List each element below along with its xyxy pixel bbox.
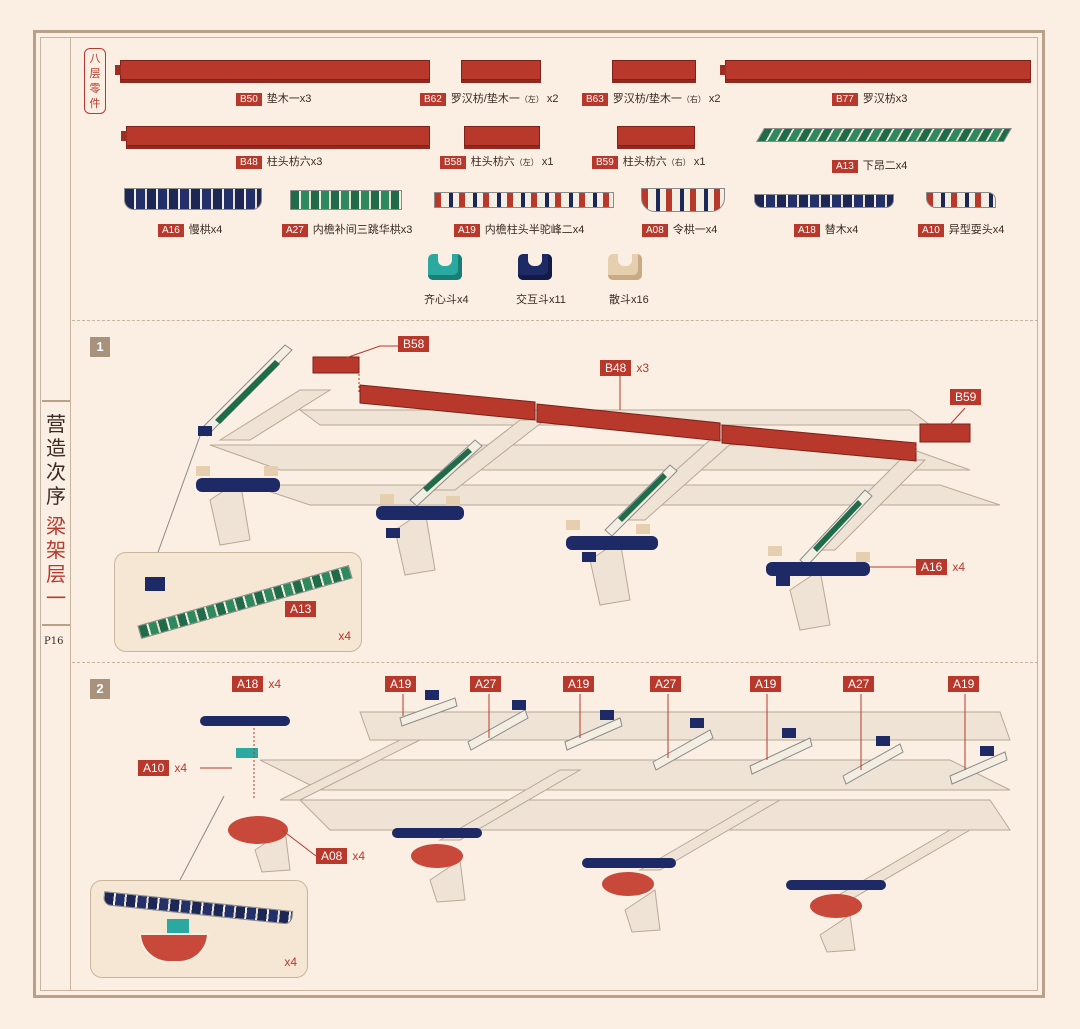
jiaohu-dou-icon	[518, 254, 552, 280]
part-a18-shape	[754, 194, 894, 208]
part-a19-shape	[434, 192, 614, 208]
step2-leaders	[179, 694, 966, 881]
part-b48-shape	[121, 126, 430, 146]
inset-dou-icon	[145, 577, 165, 591]
part-b50-shape	[115, 60, 430, 80]
inset-a18-shape	[102, 891, 294, 925]
side-title-bottom: 梁架层一	[46, 514, 66, 610]
step2-inset: x4	[90, 880, 308, 978]
inset-a08-shape	[139, 933, 209, 963]
side-title-top: 营造次序	[46, 412, 66, 508]
step2-top-callout-1: A19	[385, 676, 421, 692]
step1-inset: A13 x4	[114, 552, 362, 652]
step2-top-callout-3: A19	[563, 676, 599, 692]
inset-qixin-dou	[167, 919, 189, 933]
qixin-dou-icon	[428, 254, 462, 280]
part-b58-shape	[464, 126, 540, 146]
step2-top-callout-7: A19	[948, 676, 984, 692]
dou3-label: 散斗x16	[609, 294, 649, 306]
part-b59-shape	[617, 126, 695, 146]
step1-callout-b58: B58	[398, 336, 434, 352]
part-a27-shape	[290, 190, 402, 210]
san-dou-icon	[608, 254, 642, 280]
inset-qty: x4	[338, 629, 351, 643]
divider-2	[72, 662, 1038, 663]
step1-a16-brackets	[196, 478, 870, 576]
page-number: P16	[44, 636, 64, 647]
side-title: 营造次序 梁架层一	[42, 400, 70, 626]
inner-frame	[40, 37, 1038, 991]
part-a16-shape	[124, 188, 262, 210]
step2-top-pieces	[399, 697, 1008, 785]
step2-top-callout-4: A27	[650, 676, 686, 692]
outer-frame	[33, 30, 1045, 998]
part-a10-shape	[926, 192, 996, 208]
step2-lower-brackets	[200, 716, 886, 918]
step2-top-callout-2: A27	[470, 676, 506, 692]
step2-top-callout-6: A27	[843, 676, 879, 692]
side-column	[40, 37, 71, 991]
step2-top-callout-5: A19	[750, 676, 786, 692]
step-2-number: 2	[90, 679, 110, 699]
dou2-label: 交互斗x11	[516, 294, 566, 306]
inset2-qty: x4	[284, 955, 297, 969]
part-a08-shape	[641, 188, 725, 212]
part-b63-shape	[612, 60, 696, 80]
dou1-label: 齐心斗x4	[424, 294, 469, 306]
part-b62-shape	[461, 60, 541, 80]
step1-red-beams	[312, 356, 971, 462]
step1-dou-blocks	[196, 426, 870, 586]
divider-1	[72, 320, 1038, 321]
step1-callout-b59: B59	[950, 389, 986, 405]
parts-tag: 八层零件	[84, 48, 106, 114]
step1-leaders	[156, 345, 966, 568]
inset-a13-callout: A13	[285, 601, 321, 617]
step2-frame	[254, 711, 1011, 953]
step-1-number: 1	[90, 337, 110, 357]
step1-ang-patterns	[215, 360, 862, 552]
part-b77-shape	[720, 60, 1031, 80]
step2-top-dou	[425, 690, 994, 756]
